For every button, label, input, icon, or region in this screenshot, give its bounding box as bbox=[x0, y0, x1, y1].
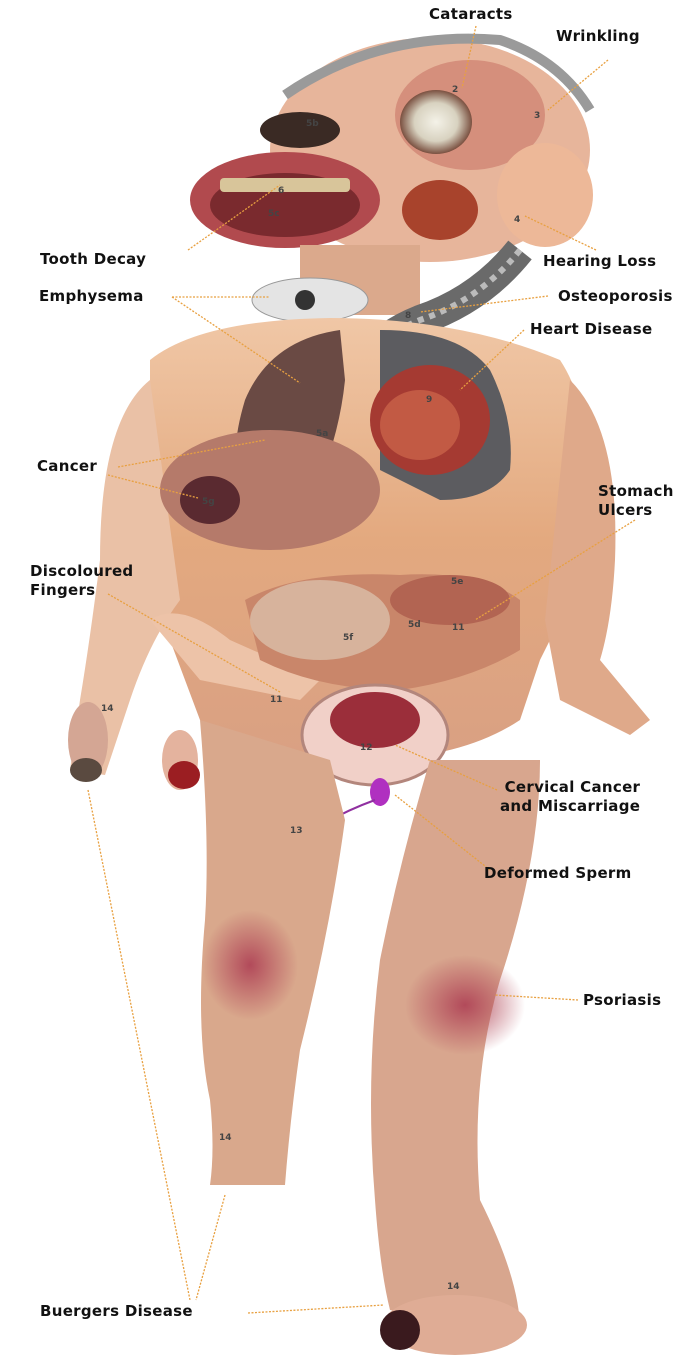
marker-14-hand: 14 bbox=[101, 704, 114, 714]
marker-14-leg: 14 bbox=[219, 1133, 232, 1143]
cheek-lesion bbox=[402, 180, 478, 240]
marker-12: 12 bbox=[360, 743, 373, 753]
ear bbox=[497, 143, 593, 247]
diseased-finger-tip bbox=[70, 758, 102, 782]
marker-3: 3 bbox=[534, 111, 540, 121]
label-osteoporosis: Osteoporosis bbox=[558, 287, 673, 306]
marker-9: 9 bbox=[426, 395, 432, 405]
head bbox=[190, 38, 593, 262]
nose bbox=[260, 112, 340, 148]
buergers-line-3 bbox=[248, 1305, 384, 1313]
teeth bbox=[220, 178, 350, 192]
marker-8: 8 bbox=[405, 311, 411, 321]
label-tooth-decay: Tooth Decay bbox=[40, 250, 146, 269]
marker-6: 6 bbox=[278, 186, 284, 196]
label-buergers-disease: Buergers Disease bbox=[40, 1302, 193, 1321]
psoriasis-patch-knee bbox=[202, 910, 298, 1020]
buergers-line-2 bbox=[196, 1195, 225, 1300]
marker-5g: 5g bbox=[202, 497, 215, 507]
label-heart-disease: Heart Disease bbox=[530, 320, 652, 339]
label-discoloured-fingers: Discoloured Fingers bbox=[30, 562, 133, 600]
label-stomach-ulcers: Stomach Ulcers bbox=[598, 482, 674, 520]
marker-5e: 5e bbox=[451, 577, 463, 587]
label-wrinkling: Wrinkling bbox=[556, 27, 640, 46]
label-psoriasis: Psoriasis bbox=[583, 991, 661, 1010]
marker-13: 13 bbox=[290, 826, 303, 836]
intestine bbox=[390, 575, 510, 625]
psoriasis-patch-shin bbox=[405, 955, 525, 1055]
label-cataracts: Cataracts bbox=[429, 5, 513, 24]
cataract-eye bbox=[400, 90, 472, 154]
label-cervical-cancer: Cervical Cancer and Miscarriage bbox=[500, 778, 640, 816]
stomach bbox=[250, 580, 390, 660]
marker-2: 2 bbox=[452, 85, 458, 95]
label-emphysema: Emphysema bbox=[39, 287, 144, 306]
label-hearing-loss: Hearing Loss bbox=[543, 252, 656, 271]
marker-5a: 5a bbox=[316, 429, 328, 439]
marker-5d: 5d bbox=[408, 620, 421, 630]
marker-4: 4 bbox=[514, 215, 520, 225]
buergers-line-1 bbox=[88, 790, 190, 1300]
marker-5f: 5f bbox=[343, 633, 353, 643]
marker-5c: 5c bbox=[268, 209, 280, 219]
marker-11-fingers: 11 bbox=[270, 695, 283, 705]
gangrene-finger-tip bbox=[168, 761, 200, 789]
marker-5b: 5b bbox=[306, 119, 319, 129]
label-cancer: Cancer bbox=[37, 457, 97, 476]
label-deformed-sperm: Deformed Sperm bbox=[484, 864, 632, 883]
marker-14-foot: 14 bbox=[447, 1282, 460, 1292]
marker-11-stomach: 11 bbox=[452, 623, 465, 633]
gangrene-toe bbox=[380, 1310, 420, 1350]
